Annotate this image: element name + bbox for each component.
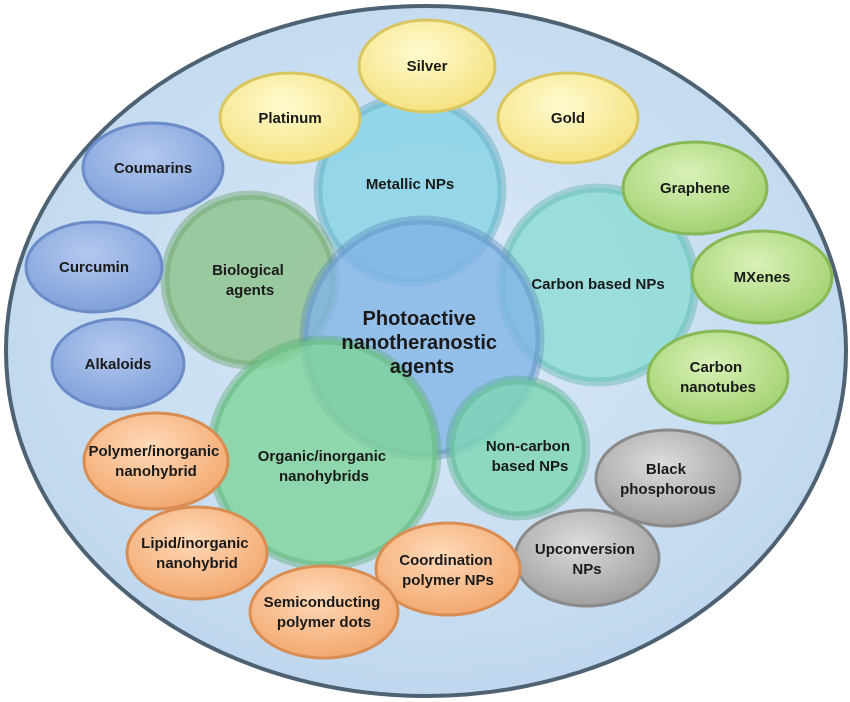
item-alkaloids: Alkaloids — [50, 317, 186, 411]
item-gold: Gold — [496, 71, 640, 165]
item-curcumin-label: Curcumin — [59, 259, 129, 276]
category-noncarbon: Non-carbon based NPs — [445, 375, 591, 521]
svg-text:Biological agents: Biological agents — [212, 262, 288, 299]
category-biological: Biological agents — [160, 190, 340, 370]
category-organic-label-1: Organic/inorganic — [258, 448, 386, 465]
item-polymer-inorganic: Polymer/inorganic nanohybrid — [82, 411, 230, 511]
svg-text:Silver: Silver — [407, 58, 448, 75]
category-noncarbon-label-1: Non-carbon — [486, 438, 570, 455]
item-semiconducting-polymer: Semiconducting polymer dots — [248, 564, 400, 660]
category-biological-label-2: agents — [226, 282, 274, 299]
svg-text:Upconversion NPs: Upconversion NPs — [535, 541, 639, 578]
item-graphene-label: Graphene — [660, 180, 730, 197]
svg-text:Coordination polymer NPs: Coordination polymer NPs — [399, 552, 497, 589]
center-label-3: agents — [390, 356, 454, 378]
svg-text:MXenes: MXenes — [734, 269, 791, 286]
item-carbon-nanotubes-label-2: nanotubes — [680, 379, 756, 396]
category-carbon-label: Carbon based NPs — [531, 276, 664, 293]
item-polymer-inorganic-label-1: Polymer/inorganic — [88, 443, 219, 460]
svg-text:Curcumin: Curcumin — [59, 259, 129, 276]
item-silver: Silver — [357, 18, 497, 114]
svg-text:Alkaloids: Alkaloids — [85, 356, 152, 373]
item-alkaloids-label: Alkaloids — [85, 356, 152, 373]
item-coordination-polymer: Coordination polymer NPs — [374, 521, 522, 617]
svg-text:Gold: Gold — [551, 110, 585, 127]
item-black-phosphorous: Black phosphorous — [594, 428, 742, 528]
item-black-phosphorous-label-2: phosphorous — [620, 481, 716, 498]
category-organic-label-2: nanohybrids — [279, 468, 369, 485]
item-graphene: Graphene — [621, 140, 769, 236]
svg-text:Graphene: Graphene — [660, 180, 730, 197]
svg-text:Non-carbon based NPs: Non-carbon based NPs — [486, 438, 574, 475]
category-metallic-label: Metallic NPs — [366, 176, 454, 193]
svg-text:Polymer/inorganic nanohy: Polymer/inorganic nanohybrid — [88, 443, 223, 480]
item-curcumin: Curcumin — [24, 220, 164, 314]
svg-text:Metallic NPs: Metallic NPs — [366, 176, 454, 193]
svg-text:Carbon based NPs: Carbon based NPs — [531, 276, 664, 293]
center-label-1: Photoactive — [363, 308, 476, 330]
center-label-2: nanotheranostic — [341, 332, 497, 354]
svg-text:Carbon nanotubes: Carbon nanotubes — [680, 359, 756, 396]
item-coordination-polymer-label-2: polymer NPs — [402, 572, 494, 589]
item-polymer-inorganic-label-2: nanohybrid — [115, 463, 197, 480]
item-gold-label: Gold — [551, 110, 585, 127]
item-silver-label: Silver — [407, 58, 448, 75]
item-mxenes-label: MXenes — [734, 269, 791, 286]
item-lipid-inorganic-label-1: Lipid/inorganic — [141, 535, 249, 552]
item-coumarins: Coumarins — [81, 121, 225, 215]
item-upconversion: Upconversion NPs — [513, 508, 661, 608]
svg-text:Coumarins: Coumarins — [114, 160, 192, 177]
item-carbon-nanotubes-label-1: Carbon — [690, 359, 743, 376]
item-upconversion-label-1: Upconversion — [535, 541, 635, 558]
item-coumarins-label: Coumarins — [114, 160, 192, 177]
item-upconversion-label-2: NPs — [572, 561, 601, 578]
svg-text:Platinum: Platinum — [258, 110, 321, 127]
category-noncarbon-label-2: based NPs — [492, 458, 569, 475]
item-platinum-label: Platinum — [258, 110, 321, 127]
item-black-phosphorous-label-1: Black — [646, 461, 687, 478]
svg-text:Semiconducting polymer d: Semiconducting polymer dots — [264, 594, 385, 631]
svg-text:Photoactive nanotheranosti: Photoactive nanotheranostic agents — [341, 308, 502, 378]
svg-text:Lipid/inorganic nanohybr: Lipid/inorganic nanohybrid — [141, 535, 253, 572]
svg-text:Organic/inorganic nanohy: Organic/inorganic nanohybrids — [258, 448, 391, 485]
item-coordination-polymer-label-1: Coordination — [399, 552, 492, 569]
item-lipid-inorganic: Lipid/inorganic nanohybrid — [125, 505, 269, 601]
item-carbon-nanotubes: Carbon nanotubes — [646, 329, 790, 425]
item-platinum: Platinum — [218, 71, 362, 165]
item-mxenes: MXenes — [690, 229, 834, 325]
item-semiconducting-polymer-label-1: Semiconducting — [264, 594, 381, 611]
svg-text:Black phosphorous: Black phosphorous — [620, 461, 716, 498]
item-lipid-inorganic-label-2: nanohybrid — [156, 555, 238, 572]
category-biological-label-1: Biological — [212, 262, 284, 279]
item-semiconducting-polymer-label-2: polymer dots — [277, 614, 371, 631]
